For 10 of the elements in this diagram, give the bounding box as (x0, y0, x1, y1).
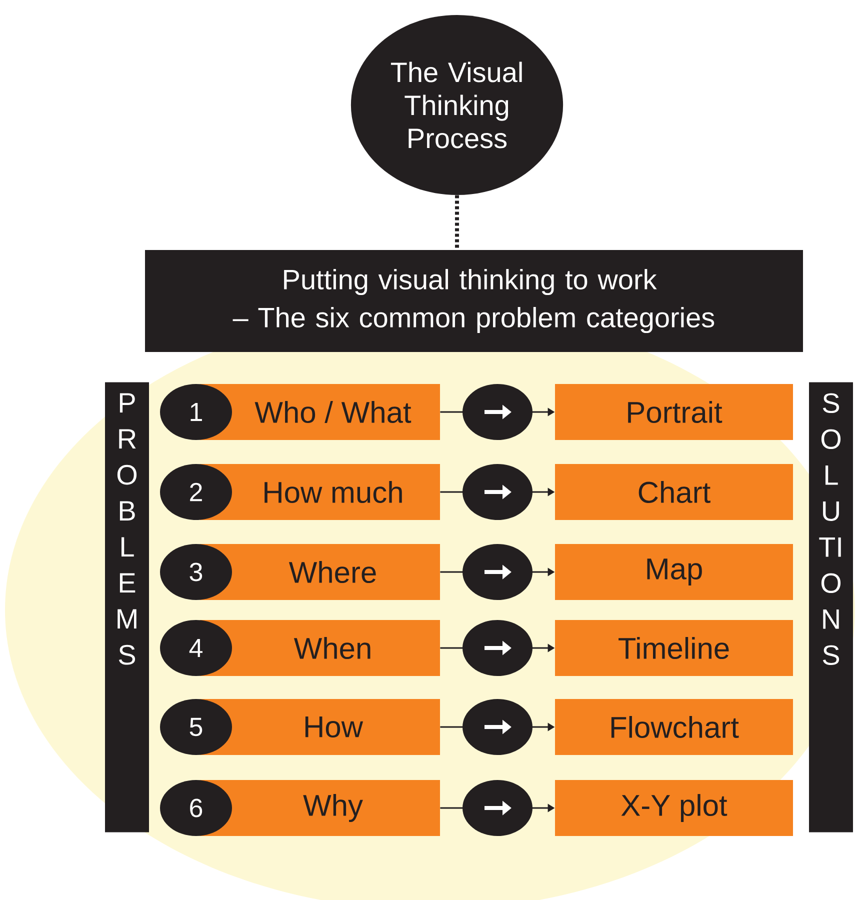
side-bar: SOLUTIONS (809, 382, 853, 832)
solution-box: X-Y plot (555, 780, 793, 836)
side-bar: PROBLEMS (105, 382, 149, 832)
solution-box: Map (555, 544, 793, 600)
dotted-connector (455, 195, 459, 250)
heading-banner: Putting visual thinking to work – The six common problem categories (145, 250, 803, 352)
solution-box: Chart (555, 464, 793, 520)
solution-box: Flowchart (555, 699, 793, 755)
solution-box: Portrait (555, 384, 793, 440)
solution-box: Timeline (555, 620, 793, 676)
